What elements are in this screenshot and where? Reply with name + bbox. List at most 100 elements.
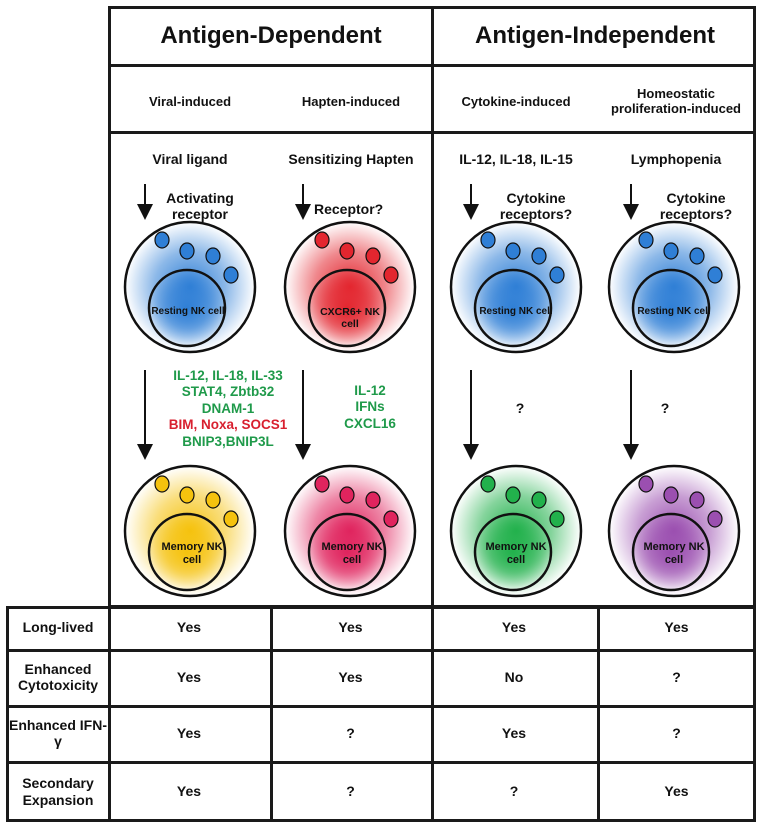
table-cell: Yes: [501, 724, 527, 741]
table-cell: ?: [346, 783, 355, 800]
granule: [689, 491, 705, 509]
table-cell: ?: [346, 724, 355, 741]
factor-item: DNAM-1: [201, 400, 255, 416]
receptor-cytokine: Cytokine receptors?: [499, 190, 573, 223]
granule: [314, 475, 330, 493]
table-col-divider-3: [431, 606, 434, 822]
properties-table: [6, 606, 756, 822]
table-cell: No: [504, 668, 524, 685]
ligand-lymphopenia: Lymphopenia: [630, 151, 722, 167]
factor-item: IL-12: [354, 383, 386, 398]
granule: [707, 266, 723, 284]
ligand-viral: Viral ligand: [152, 151, 228, 167]
granule: [154, 231, 170, 249]
resting-cell-nucleus: [307, 268, 387, 348]
header-antigen-dependent: Antigen-Dependent: [160, 22, 382, 49]
factors-homeostatic: ?: [650, 400, 680, 417]
table-cell: ?: [672, 668, 681, 685]
granule: [505, 486, 521, 504]
granule: [223, 266, 239, 284]
granule: [179, 486, 195, 504]
table-cell: Yes: [501, 619, 527, 636]
factor-item: ?: [515, 400, 525, 416]
factor-item: STAT4, Zbtb32: [181, 384, 275, 400]
granule: [663, 242, 679, 260]
subtitle-homeostatic: Homeostatic proliferation-induced: [611, 86, 741, 116]
receptor-hapten: Receptor?: [314, 201, 384, 217]
table-row-label: Secondary Expansion: [22, 775, 94, 808]
memory-cell-nucleus: [473, 512, 553, 592]
granule: [707, 510, 723, 528]
cell-label-memory-cytokine: Memory NK cell: [485, 541, 547, 566]
memory-cell-nucleus: [307, 512, 387, 592]
resting-cell-nucleus: [473, 268, 553, 348]
table-cell: Yes: [176, 619, 202, 636]
dependent-independent-divider: [431, 6, 434, 608]
granule: [339, 486, 355, 504]
table-row-label: Enhanced Cytotoxicity: [17, 660, 99, 693]
factors-cytokine: ?: [505, 400, 535, 417]
resting-cell-nucleus: [631, 268, 711, 348]
table-cell: Yes: [176, 668, 202, 685]
granule: [205, 491, 221, 509]
cell-label-memory-homeostatic: Memory NK cell: [643, 541, 705, 566]
table-cell: ?: [672, 724, 681, 741]
granule: [314, 231, 330, 249]
granule: [365, 247, 381, 265]
granule: [638, 231, 654, 249]
subtitle-divider: [108, 131, 756, 134]
granule: [549, 510, 565, 528]
granule: [638, 475, 654, 493]
header-antigen-independent: Antigen-Independent: [475, 22, 715, 49]
cell-label-resting-homeostatic: Resting NK cell: [637, 306, 711, 317]
table-row-label: Long-lived: [22, 619, 94, 636]
cell-label-resting-cytokine: Resting NK cell: [479, 306, 553, 317]
cell-label-resting-hapten: CXCR6+ NK cell: [320, 306, 380, 331]
receptor-homeostatic: Cytokine receptors?: [659, 190, 733, 223]
granule: [179, 242, 195, 260]
subtitle-hapten: Hapten-induced: [301, 94, 401, 109]
memory-cell-nucleus: [631, 512, 711, 592]
factor-item: BIM, Noxa, SOCS1: [168, 417, 288, 433]
granule: [154, 475, 170, 493]
table-cell: ?: [509, 783, 519, 800]
subtitle-viral: Viral-induced: [148, 94, 232, 109]
resting-cell-nucleus: [147, 268, 227, 348]
granule: [383, 266, 399, 284]
factor-item: IL-12, IL-18, IL-33: [173, 368, 283, 383]
cell-label-memory-hapten: Memory NK cell: [321, 541, 383, 566]
table-col-divider-4: [597, 606, 600, 822]
factor-item: CXCL16: [344, 415, 396, 431]
table-cell: Yes: [176, 724, 202, 741]
table-cell: Yes: [338, 668, 363, 685]
table-cell: Yes: [664, 619, 689, 636]
table-cell: Yes: [664, 783, 689, 800]
subtitle-cytokine: Cytokine-induced: [461, 94, 571, 109]
memory-cell-nucleus: [147, 512, 227, 592]
granule: [365, 491, 381, 509]
granule: [339, 242, 355, 260]
granule: [663, 486, 679, 504]
cell-label-resting-viral: Resting NK cell: [151, 306, 225, 317]
factor-item: IFNs: [355, 399, 385, 415]
table-row-divider-1: [6, 649, 756, 652]
cell-label-memory-viral: Memory NK cell: [161, 541, 223, 566]
granule: [549, 266, 565, 284]
table-row-divider-2: [6, 705, 756, 708]
factor-item: BNIP3,BNIP3L: [182, 433, 274, 449]
table-col-divider-1: [108, 606, 111, 822]
granule: [480, 475, 496, 493]
table-row-label: Enhanced IFN-γ: [8, 716, 107, 749]
granule: [383, 510, 399, 528]
ligand-cytokine: IL-12, IL-18, IL-15: [459, 151, 573, 167]
granule: [505, 242, 521, 260]
receptor-viral: Activating receptor: [166, 190, 234, 223]
table-cell: Yes: [338, 619, 363, 636]
granule: [205, 247, 221, 265]
granule: [689, 247, 705, 265]
table-row-divider-3: [6, 761, 756, 764]
table-col-divider-2: [270, 606, 273, 822]
